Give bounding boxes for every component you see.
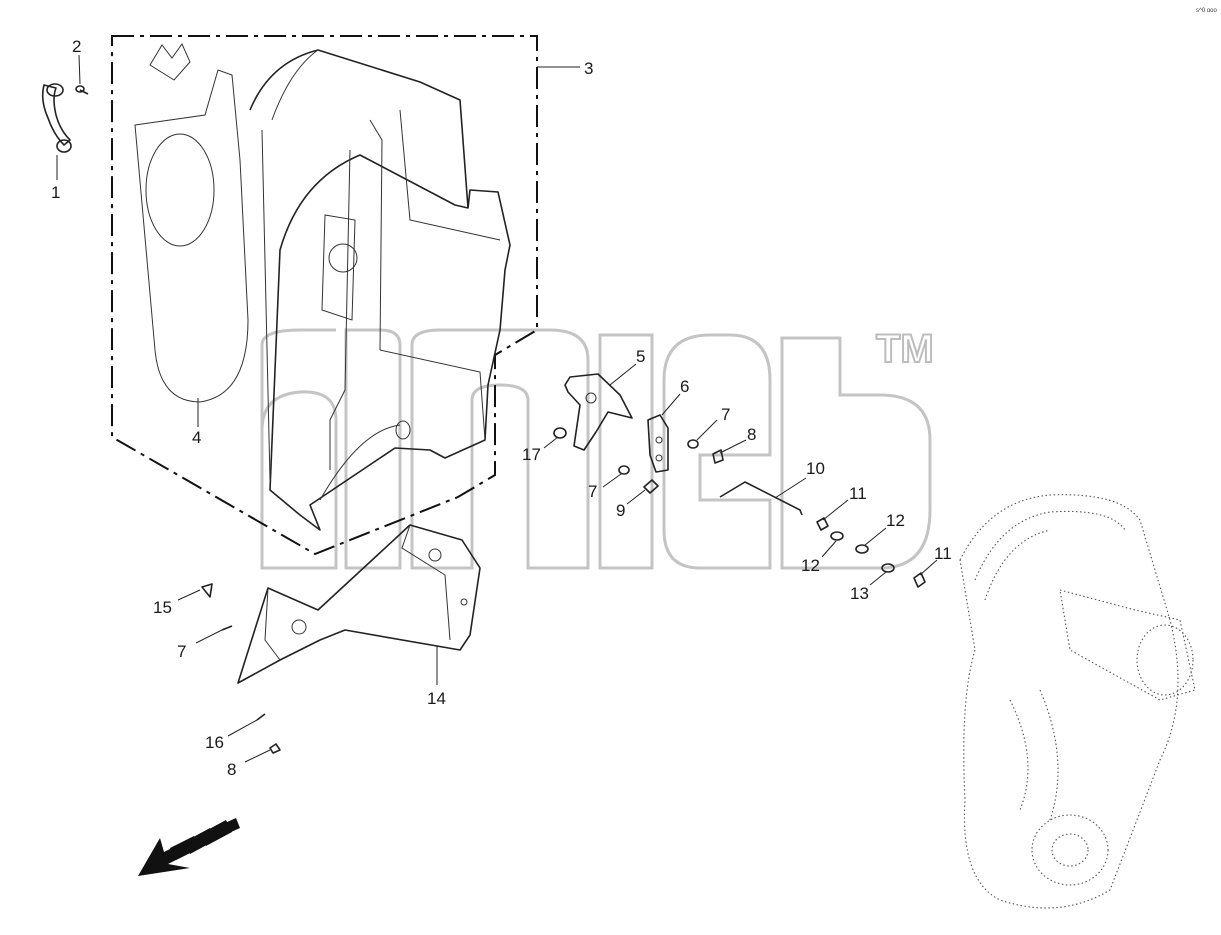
handle-part bbox=[41, 83, 72, 153]
callout-8b: 8 bbox=[227, 760, 236, 779]
callout-7c: 7 bbox=[177, 642, 186, 661]
callout-10: 10 bbox=[806, 459, 825, 478]
callout-13: 13 bbox=[850, 584, 869, 603]
belt-drive-background bbox=[959, 494, 1196, 909]
callout-9: 9 bbox=[616, 501, 625, 520]
trademark-text: TM bbox=[876, 327, 934, 371]
lower-shield-part bbox=[237, 524, 481, 684]
callout-4: 4 bbox=[192, 428, 201, 447]
watermark-logo: TM bbox=[260, 326, 935, 570]
callout-12a: 12 bbox=[886, 511, 905, 530]
callout-7b: 7 bbox=[588, 482, 597, 501]
corner-mark: s^0 ooo bbox=[1196, 8, 1217, 14]
leader-lines bbox=[56, 54, 938, 763]
bracket-part bbox=[564, 373, 633, 451]
callout-8a: 8 bbox=[747, 425, 756, 444]
fasteners bbox=[201, 427, 926, 754]
callout-15: 15 bbox=[153, 598, 172, 617]
belt-guard-housing bbox=[249, 49, 511, 531]
callout-labels: 1 2 3 4 5 6 7 8 7 9 17 10 11 12 12 11 13… bbox=[51, 37, 952, 779]
callout-17: 17 bbox=[522, 445, 541, 464]
callout-14: 14 bbox=[427, 689, 446, 708]
callout-11a: 11 bbox=[849, 484, 867, 503]
callout-16: 16 bbox=[205, 733, 224, 752]
decal-part bbox=[134, 42, 249, 403]
callout-7a: 7 bbox=[721, 405, 730, 424]
screw-part bbox=[75, 85, 89, 95]
direction-arrow-icon bbox=[138, 818, 240, 876]
callout-1: 1 bbox=[51, 183, 60, 202]
callout-6: 6 bbox=[680, 377, 689, 396]
callout-11b: 11 bbox=[934, 544, 952, 563]
latch-plate-part bbox=[647, 414, 669, 473]
assembly-boundary bbox=[111, 35, 538, 556]
callout-2: 2 bbox=[72, 37, 81, 56]
callout-12b: 12 bbox=[801, 556, 820, 575]
callout-3: 3 bbox=[584, 59, 593, 78]
callout-5: 5 bbox=[636, 347, 645, 366]
